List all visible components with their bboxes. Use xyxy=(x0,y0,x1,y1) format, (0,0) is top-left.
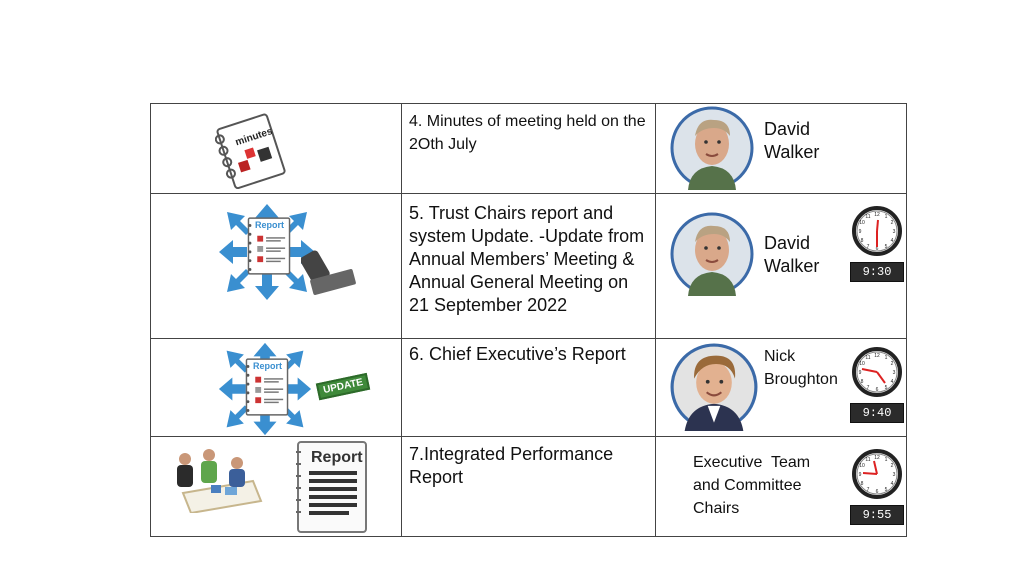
icon-cell: Report xyxy=(150,436,402,537)
agenda-item-title: 5. Trust Chairs report and system Update… xyxy=(409,203,645,315)
agenda-row: Report 7.Integrated Performance Report E… xyxy=(150,436,907,537)
agenda-table: minutes 4. Minutes of meeting held on th… xyxy=(150,103,907,537)
team-meeting-report-icon xyxy=(296,441,367,533)
agenda-row: minutes 4. Minutes of meeting held on th… xyxy=(150,103,907,194)
presenter-photo xyxy=(670,343,758,431)
report-label: Report xyxy=(255,220,284,230)
presenter-photo xyxy=(670,106,754,190)
item-cell: 5. Trust Chairs report and system Update… xyxy=(401,193,656,339)
item-cell: 6. Chief Executive’s Report xyxy=(401,338,656,437)
icon-cell: minutes xyxy=(150,103,402,194)
time-slot: 9:55 xyxy=(850,505,904,525)
presenter-cell: Nick Broughton 9:40 xyxy=(655,338,907,437)
icon-cell: Report xyxy=(150,338,402,437)
item-cell: 7.Integrated Performance Report xyxy=(401,436,656,537)
clock-face xyxy=(850,347,904,397)
agenda-item-title: 7.Integrated Performance Report xyxy=(409,444,614,487)
agenda-item-title: 4. Minutes of meeting held on the 2Oth J… xyxy=(409,113,646,153)
presenter-name: David Walker xyxy=(764,119,820,162)
item-cell: 4. Minutes of meeting held on the 2Oth J… xyxy=(401,103,656,194)
time-slot: 9:40 xyxy=(850,403,904,423)
time-slot: 9:30 xyxy=(850,262,904,282)
agenda-row: Report 6. Chief Executive’s Report Nick … xyxy=(150,338,907,437)
presenter-name: David Walker xyxy=(764,233,820,276)
agenda-row: Report UPDATE 5. Trust Chairs report and… xyxy=(150,193,907,401)
clock-icon: 9:55 xyxy=(850,449,904,525)
clock-face xyxy=(850,449,904,499)
presenter-cell: David Walker xyxy=(655,103,907,194)
report-label: Report xyxy=(253,361,282,371)
minutes-book-icon: minutes xyxy=(215,113,286,190)
clock-face xyxy=(850,206,904,256)
icon-cell: Report UPDATE xyxy=(150,193,402,401)
clock-icon: 9:40 xyxy=(850,347,904,423)
agenda-item-title: 6. Chief Executive’s Report xyxy=(409,344,626,364)
presenter-cell: Executive Team and Committee Chairs 9:55 xyxy=(655,436,907,537)
presenter-name: Nick Broughton xyxy=(764,348,838,388)
team-meeting-icon xyxy=(177,449,263,513)
presenter-photo xyxy=(670,212,754,296)
report-label: Report xyxy=(311,449,363,466)
presenter-name: Executive Team and Committee Chairs xyxy=(693,454,815,517)
presenter-cell: David Walker 9:30 xyxy=(655,193,907,339)
stamp-icon xyxy=(301,250,356,295)
clock-icon: 9:30 xyxy=(850,206,904,282)
